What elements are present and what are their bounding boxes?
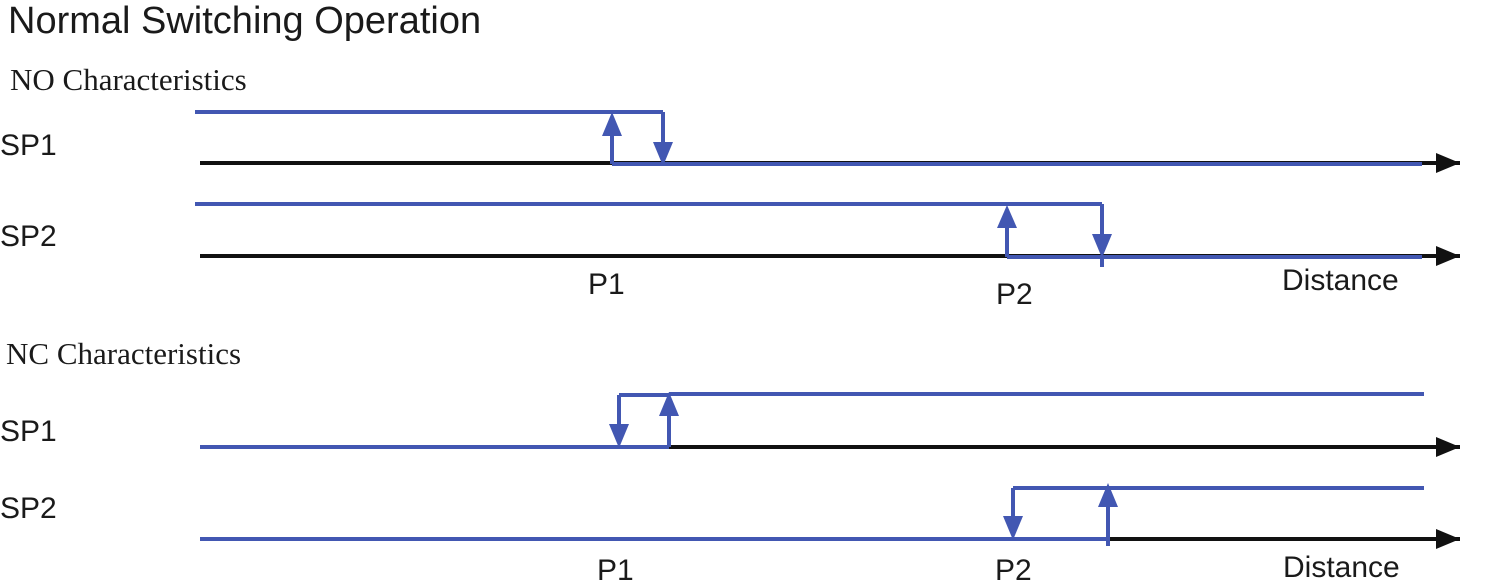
no-sp1-label: SP1 bbox=[0, 129, 57, 162]
no-characteristics-heading: NO Characteristics bbox=[10, 62, 247, 97]
no-p1-label: P1 bbox=[588, 268, 625, 301]
no-distance-axis-label: Distance bbox=[1282, 264, 1399, 297]
diagram-title: Normal Switching Operation bbox=[8, 0, 482, 42]
nc-sp1-down-arrow-icon bbox=[609, 424, 629, 448]
nc-sp1-label: SP1 bbox=[0, 415, 57, 448]
nc-p2-label: P2 bbox=[995, 554, 1032, 587]
no-p2-label: P2 bbox=[996, 278, 1033, 311]
nc-sp2-down-arrow-icon bbox=[1003, 516, 1023, 540]
nc-sp1-up-arrow-icon bbox=[659, 392, 679, 416]
nc-characteristics-heading: NC Characteristics bbox=[6, 336, 242, 371]
nc-distance-axis-label: Distance bbox=[1283, 551, 1400, 584]
nc-sp1-trace bbox=[200, 392, 1460, 457]
nc-sp2-trace bbox=[200, 483, 1460, 549]
no-sp2-label: SP2 bbox=[0, 220, 57, 253]
nc-sp2-label: SP2 bbox=[0, 492, 57, 525]
no-sp2-down-arrow-icon bbox=[1092, 234, 1112, 258]
no-sp1-down-arrow-icon bbox=[653, 142, 673, 166]
no-sp2-up-arrow-icon bbox=[997, 205, 1017, 228]
no-sp1-up-arrow-icon bbox=[602, 112, 622, 136]
nc-sp2-up-arrow-icon bbox=[1098, 483, 1118, 507]
nc-p1-label: P1 bbox=[597, 554, 634, 587]
no-sp2-trace bbox=[195, 202, 1460, 267]
no-sp1-trace bbox=[195, 110, 1460, 173]
